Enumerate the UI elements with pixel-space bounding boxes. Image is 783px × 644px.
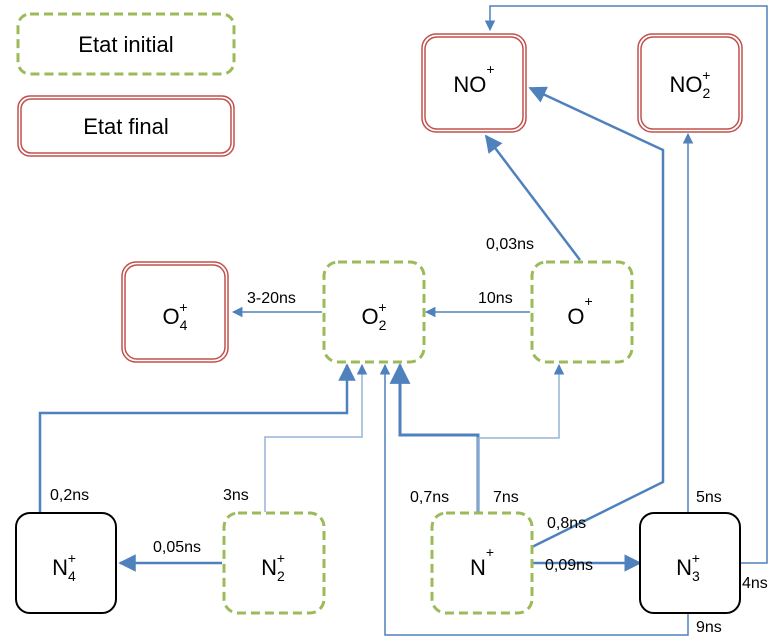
legend-initial-label: Etat initial: [78, 32, 173, 57]
node-n3: N3+: [639, 512, 741, 614]
svg-text:O2+: O2+: [361, 299, 386, 333]
label-n2-o2: 3ns: [223, 487, 249, 504]
edge-n-no: [528, 86, 665, 550]
svg-text:N3+: N3+: [676, 550, 700, 584]
legend-final-swatch-inner: [20, 98, 232, 154]
label-n-n3: 0,09ns: [545, 557, 593, 574]
svg-text:NO2+: NO2+: [670, 67, 711, 101]
edge-o-no: [484, 134, 581, 261]
svg-text:O4+: O4+: [162, 299, 187, 333]
svg-text:O+: O+: [567, 293, 592, 329]
label-n-o: 7ns: [493, 489, 519, 506]
node-o: O+: [530, 260, 634, 364]
edge-n2-o2: [264, 363, 368, 512]
edge-n3-o2: [379, 363, 689, 636]
node-n: N+: [430, 511, 534, 615]
label-n3-no2: 5ns: [696, 489, 722, 506]
node-no2: NO2+: [637, 33, 743, 133]
label-n3-no: 4ns: [742, 575, 768, 592]
label-o-no: 0,03ns: [486, 236, 534, 253]
edge-n-o: [477, 363, 565, 512]
label-n4-o2: 0,2ns: [50, 487, 89, 504]
label-n-o2: 0,7ns: [410, 489, 449, 506]
node-no: NO+: [421, 33, 527, 133]
legend-final-swatch-outer: [17, 95, 235, 157]
edge-n3-no: [484, 5, 768, 564]
label-o-o2: 10ns: [478, 290, 513, 307]
svg-text:N2+: N2+: [261, 550, 285, 584]
label-n3-o2: 9ns: [696, 619, 722, 636]
legend: Etat initial Etat final: [16, 12, 236, 157]
edge-labels: 0,03ns 3-20ns 10ns 0,2ns 3ns 0,05ns 0,7n…: [50, 236, 768, 636]
edges: [38, 5, 768, 636]
node-o4: O4+: [121, 261, 229, 363]
edge-n4-o2: [38, 363, 356, 512]
node-o2: O2+: [322, 260, 426, 364]
legend-initial-swatch: [16, 12, 236, 76]
node-n4: N4+: [15, 512, 117, 614]
label-o2-o4: 3-20ns: [247, 290, 296, 307]
svg-text:NO+: NO+: [453, 61, 494, 97]
svg-text:N4+: N4+: [52, 550, 76, 584]
label-n-no: 0,8ns: [547, 515, 586, 532]
label-n2-n4: 0,05ns: [153, 539, 201, 556]
node-n2: N2+: [222, 511, 326, 615]
legend-final-label: Etat final: [83, 114, 169, 139]
svg-text:N+: N+: [470, 544, 494, 580]
